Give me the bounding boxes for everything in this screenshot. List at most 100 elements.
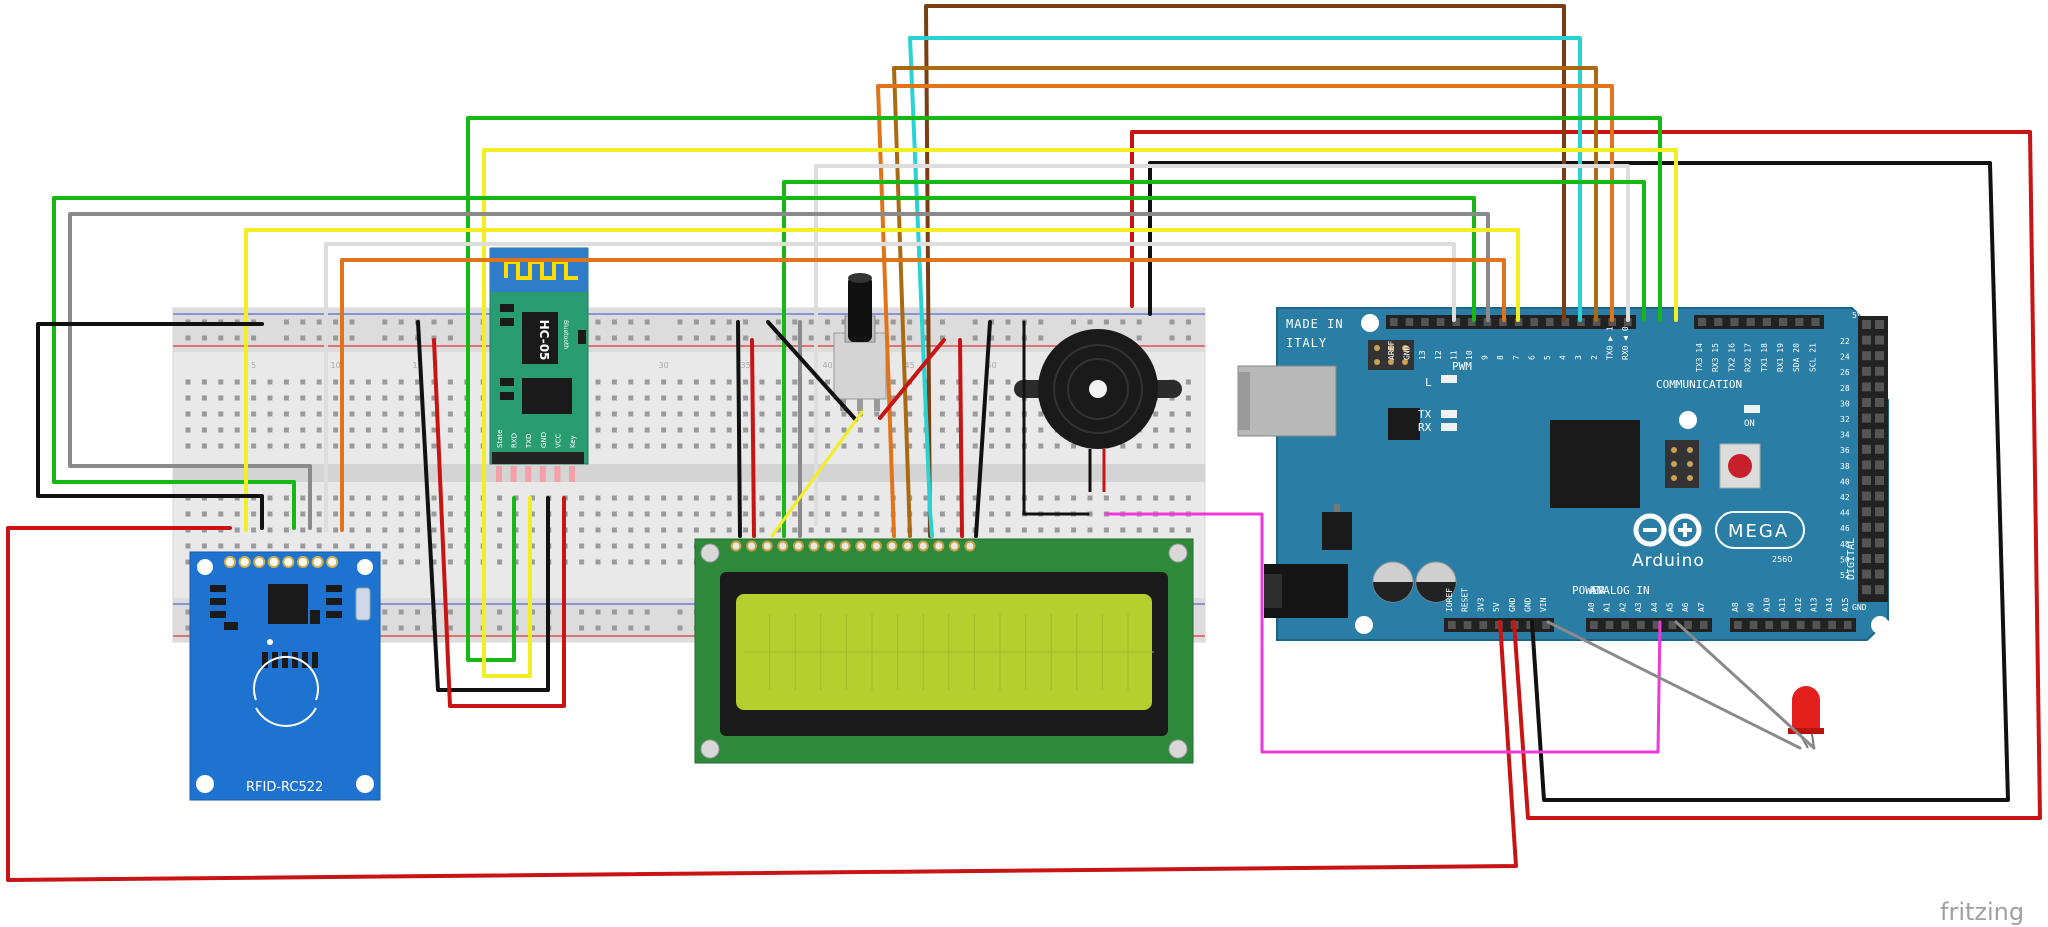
header-pin[interactable] [1862,382,1871,392]
lcd-pin[interactable] [948,540,960,552]
header-pin[interactable] [1875,476,1884,485]
header-pin[interactable] [1875,444,1884,454]
header-pin[interactable] [1862,554,1871,563]
rfid-pin[interactable] [311,556,324,568]
header-pin[interactable] [1468,318,1476,326]
lcd-pin[interactable] [917,540,929,552]
header-pin[interactable] [1448,621,1456,629]
header-pin[interactable] [1452,318,1460,326]
header-pin[interactable] [1875,429,1884,439]
header-pin[interactable] [1530,318,1538,326]
header-pin[interactable] [1699,621,1708,629]
hc05-pin[interactable] [554,466,561,482]
lcd-pin[interactable] [824,540,836,552]
header-pin[interactable] [1405,318,1414,326]
rfid-pin[interactable] [297,556,309,568]
hc05-pin[interactable] [525,466,532,482]
header-pin[interactable] [1875,413,1884,423]
hc05-pin[interactable] [539,466,546,482]
header-pin[interactable] [1875,320,1884,329]
header-pin[interactable] [1514,318,1523,326]
header-pin[interactable] [1577,318,1585,326]
lcd-pin[interactable] [886,540,898,552]
header-pin[interactable] [1624,318,1632,326]
lcd-pin[interactable] [839,540,851,552]
lcd-pin[interactable] [777,540,789,552]
lcd-pin[interactable] [933,540,945,552]
header-pin[interactable] [1828,621,1836,629]
header-pin[interactable] [1875,569,1884,579]
header-pin[interactable] [1542,621,1550,629]
header-pin[interactable] [1698,318,1707,326]
header-pin[interactable] [1862,476,1871,485]
lcd-pin[interactable] [792,540,804,552]
header-pin[interactable] [1862,429,1871,439]
header-pin[interactable] [1668,621,1677,629]
header-pin[interactable] [1875,538,1884,548]
rfid-pin[interactable] [282,556,295,568]
header-pin[interactable] [1875,335,1884,345]
lcd-pin[interactable] [808,540,820,552]
rfid-pin[interactable] [224,556,236,568]
header-pin[interactable] [1765,621,1774,629]
header-pin[interactable] [1561,318,1570,326]
lcd-pin[interactable] [964,540,976,552]
header-pin[interactable] [1605,621,1614,629]
header-pin[interactable] [1862,460,1871,470]
header-pin[interactable] [1875,554,1884,563]
header-pin[interactable] [1862,335,1871,345]
potentiometer-shaft[interactable] [848,276,872,342]
header-pin[interactable] [1781,621,1789,629]
header-pin[interactable] [1483,318,1492,326]
header-pin[interactable] [1730,318,1739,326]
header-pin[interactable] [1875,491,1884,501]
header-pin[interactable] [1714,318,1723,326]
header-pin[interactable] [1875,382,1884,392]
header-pin[interactable] [1875,507,1884,517]
hc05-pin[interactable] [496,466,502,482]
header-pin[interactable] [1862,351,1871,361]
header-pin[interactable] [1875,351,1884,361]
lcd-pin[interactable] [761,540,773,552]
header-pin[interactable] [1546,318,1554,326]
rfid-pin[interactable] [326,556,339,568]
header-pin[interactable] [1843,621,1852,629]
header-pin[interactable] [1637,621,1645,629]
header-pin[interactable] [1862,538,1871,548]
hc05-pin[interactable] [569,466,575,482]
header-pin[interactable] [1684,621,1692,629]
header-pin[interactable] [1390,318,1398,326]
header-pin[interactable] [1590,621,1598,629]
header-pin[interactable] [1862,585,1871,595]
lcd-pin[interactable] [855,540,867,552]
rfid-pin[interactable] [267,556,280,568]
header-pin[interactable] [1421,318,1429,326]
header-pin[interactable] [1479,621,1488,629]
hc05-pin[interactable] [510,466,517,482]
header-pin[interactable] [1862,366,1871,376]
header-pin[interactable] [1875,585,1884,595]
header-pin[interactable] [1762,318,1771,326]
header-pin[interactable] [1436,318,1445,326]
header-pin[interactable] [1862,398,1871,407]
header-pin[interactable] [1875,366,1884,376]
header-pin[interactable] [1592,318,1601,326]
header-pin[interactable] [1749,621,1758,629]
header-pin[interactable] [1875,398,1884,407]
header-pin[interactable] [1734,621,1742,629]
header-pin[interactable] [1811,318,1820,326]
header-pin[interactable] [1862,320,1871,329]
header-pin[interactable] [1746,318,1755,326]
lcd-pin[interactable] [902,540,914,552]
reset-button-cap[interactable] [1728,454,1752,478]
header-pin[interactable] [1875,522,1884,532]
lcd-pin[interactable] [730,540,742,552]
header-pin[interactable] [1463,621,1472,629]
header-pin[interactable] [1812,621,1821,629]
header-pin[interactable] [1652,621,1661,629]
lcd-pin[interactable] [746,540,758,552]
rfid-pin[interactable] [238,556,251,568]
header-pin[interactable] [1875,460,1884,470]
header-pin[interactable] [1779,318,1788,326]
header-pin[interactable] [1862,413,1871,423]
